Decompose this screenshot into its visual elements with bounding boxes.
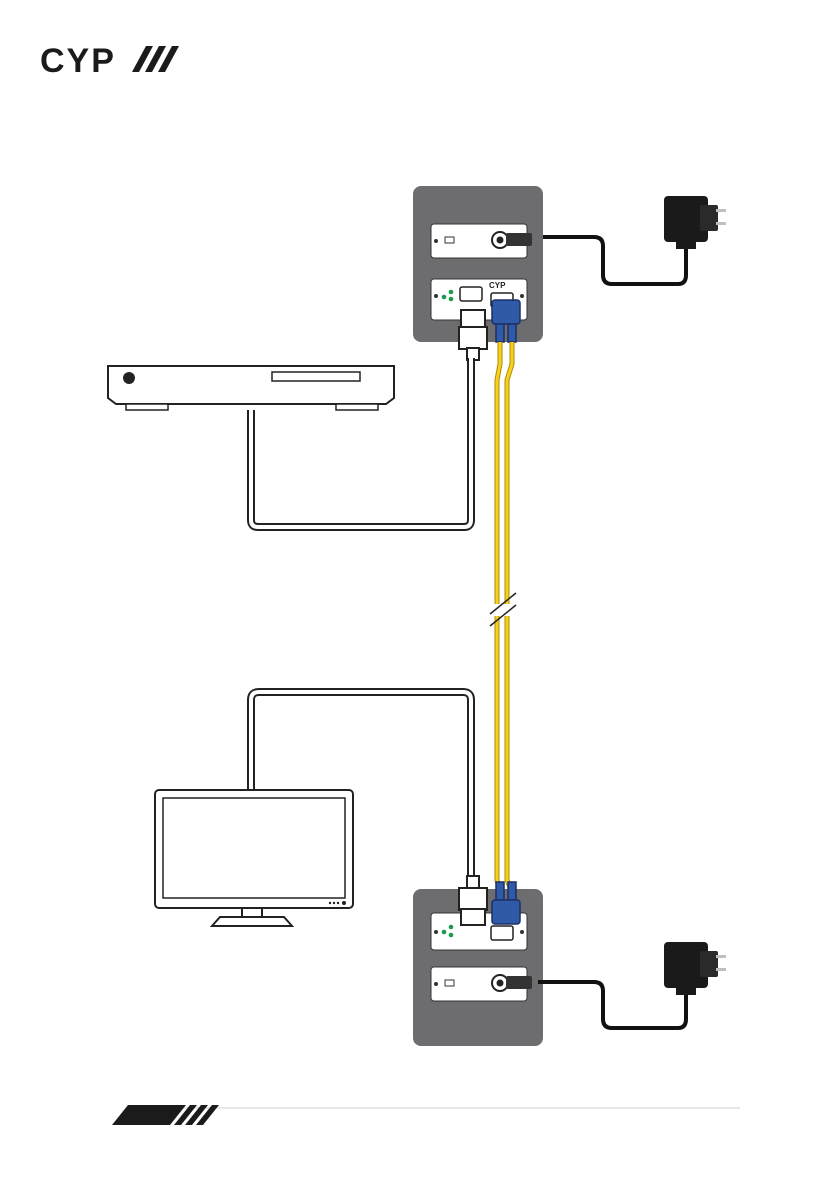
brand-slashes-icon (132, 46, 179, 72)
power-adapter-icon (664, 942, 726, 995)
fiber-connector (492, 882, 520, 924)
brand-logo: CYP (40, 42, 179, 80)
power-cable-bottom (538, 982, 686, 1028)
hdmi-port (491, 926, 513, 940)
status-led (449, 933, 454, 938)
brand-logo-text: CYP (40, 42, 116, 80)
disc-slot (272, 372, 360, 381)
status-led (449, 290, 454, 295)
fiber-receiver-unit-icon (413, 876, 543, 1046)
transmitter-panel-brand: CYP (489, 281, 506, 290)
hdmi-plug (459, 876, 487, 925)
status-led (449, 925, 454, 930)
monitor-icon (155, 790, 353, 926)
blu-ray-player-icon (108, 366, 394, 410)
fiber-transmitter-unit-icon: CYP (413, 186, 543, 360)
power-adapter-icon (664, 196, 726, 249)
footer-logo-icon (112, 1105, 219, 1125)
hdmi-port (460, 287, 482, 301)
fiber-cable (488, 342, 520, 900)
monitor-screen (163, 798, 345, 898)
status-led (442, 930, 447, 935)
power-cable-top (538, 237, 686, 284)
status-led (449, 297, 454, 302)
power-button-icon (123, 372, 135, 384)
status-led (442, 295, 447, 300)
hdmi-plug (459, 310, 487, 360)
